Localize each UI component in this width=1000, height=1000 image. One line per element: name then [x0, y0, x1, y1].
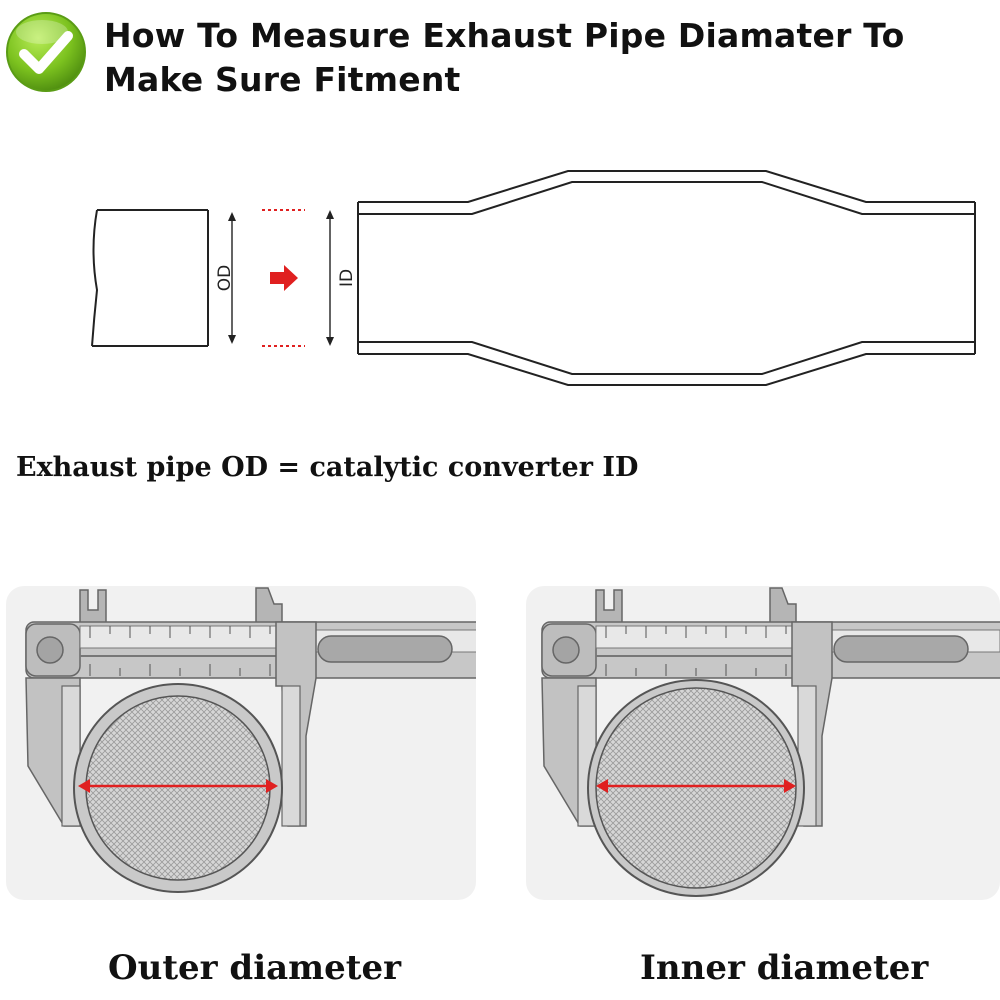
inner-diameter-panel [526, 586, 1000, 900]
od-label: OD [215, 265, 235, 291]
outer-diameter-panel [6, 586, 476, 900]
pipe-converter-diagram: OD ID [91, 170, 976, 386]
red-arrow-icon [270, 265, 298, 291]
outer-diameter-caption: Outer diameter [108, 948, 402, 988]
equation-text: Exhaust pipe OD = catalytic converter ID [16, 452, 639, 483]
caliper-inner-illustration [541, 587, 1000, 897]
id-label: ID [337, 269, 357, 287]
inner-diameter-caption: Inner diameter [640, 948, 929, 988]
page-title: How To Measure Exhaust Pipe Diamater To … [104, 16, 905, 99]
checkmark-icon [6, 12, 86, 92]
caliper-outer-illustration [25, 587, 476, 893]
